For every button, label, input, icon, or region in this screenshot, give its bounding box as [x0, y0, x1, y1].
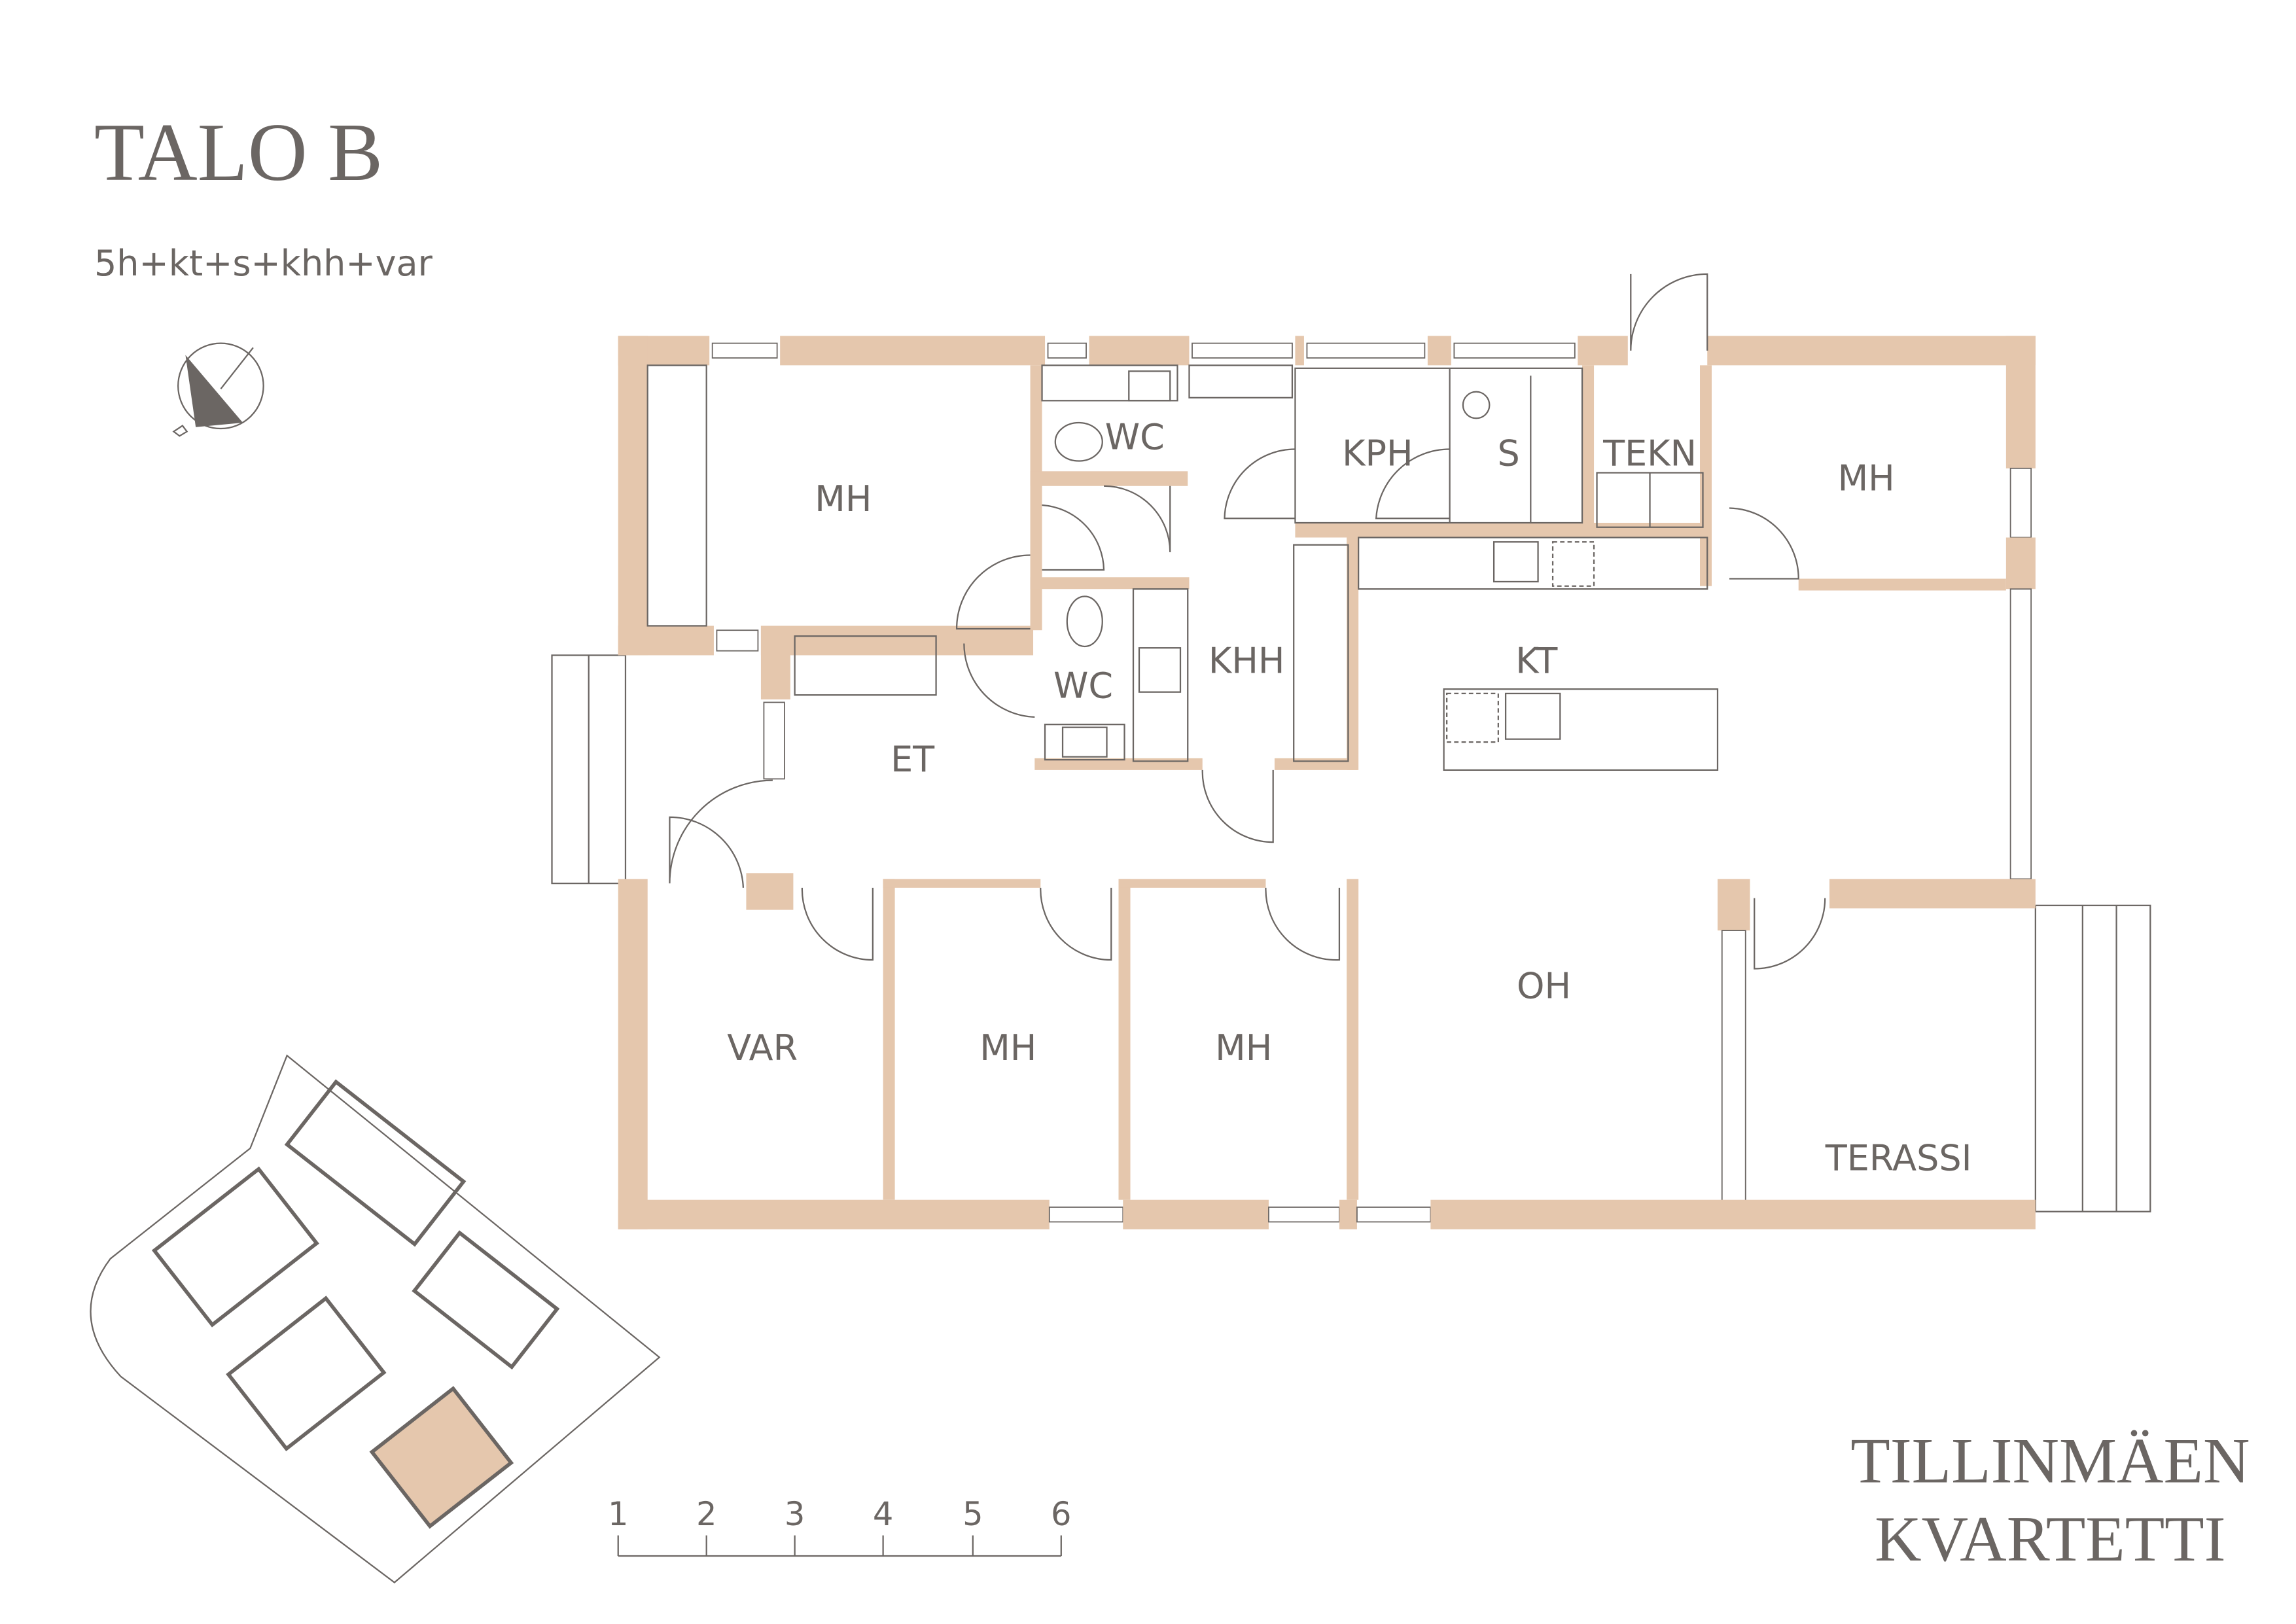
- logo-line-1: TILLINMÄEN: [1850, 1426, 2250, 1497]
- scale-label: 6: [1051, 1495, 1071, 1533]
- room-label-wc: WC: [1053, 665, 1113, 707]
- room-label-mh: MH: [1838, 458, 1895, 499]
- room-label-et: ET: [891, 739, 935, 780]
- apartment-plan: MH WC KPH S TEKN MH WC KHH KT ET VAR MH …: [551, 273, 2151, 1229]
- room-label-tekn: TEKN: [1602, 432, 1697, 474]
- room-label-terassi: TERASSI: [1825, 1138, 1972, 1179]
- compass-icon: [172, 342, 264, 437]
- apartment-type: 5h+kt+s+khh+var: [94, 243, 433, 284]
- highlighted-building: [369, 1386, 514, 1529]
- room-label-wc: WC: [1105, 417, 1165, 458]
- scale-bar: 1 2 3 4 5 6: [608, 1495, 1072, 1557]
- room-label-kt: KT: [1515, 640, 1558, 681]
- site-plan: [90, 1054, 661, 1583]
- room-label-mh: MH: [815, 478, 872, 520]
- room-label-s: S: [1497, 432, 1519, 474]
- room-label-var: VAR: [727, 1027, 798, 1068]
- scale-label: 5: [963, 1495, 983, 1533]
- logo-line-2: KVARTETTI: [1875, 1504, 2226, 1575]
- room-label-khh: KHH: [1209, 640, 1285, 681]
- room-label-mh: MH: [980, 1027, 1036, 1068]
- scale-label: 1: [608, 1495, 628, 1533]
- scale-label: 3: [785, 1495, 805, 1533]
- page-title: TALO B: [94, 107, 383, 198]
- room-label-oh: OH: [1517, 966, 1571, 1007]
- logo: TILLINMÄEN KVARTETTI: [1850, 1426, 2250, 1575]
- scale-label: 2: [696, 1495, 716, 1533]
- scale-label: 4: [873, 1495, 893, 1533]
- room-label-kph: KPH: [1342, 432, 1413, 474]
- room-label-mh: MH: [1215, 1027, 1272, 1068]
